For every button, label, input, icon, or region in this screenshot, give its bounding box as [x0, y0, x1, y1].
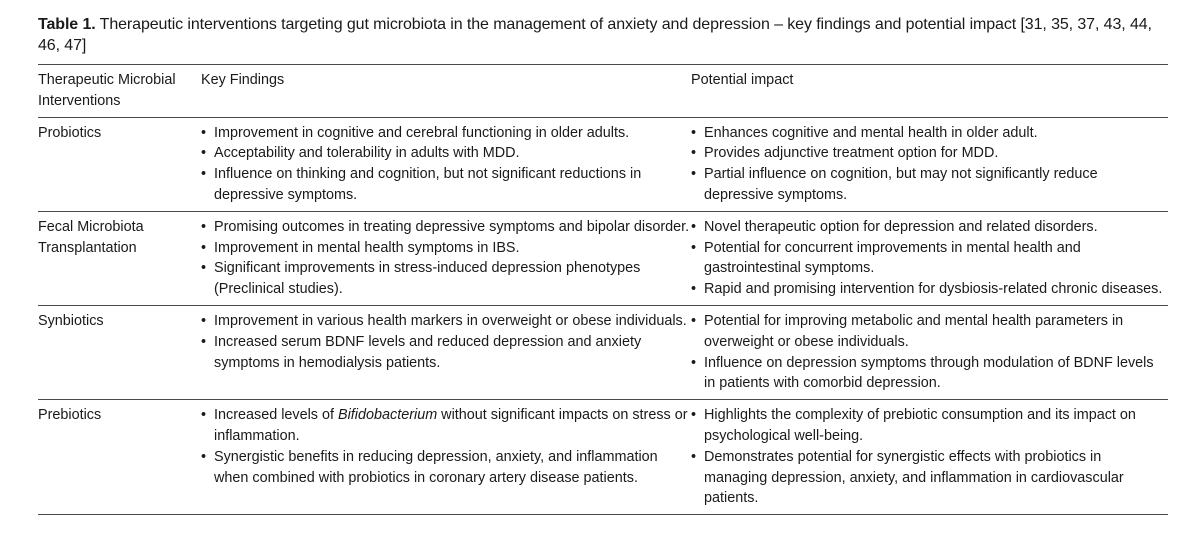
list-item: Influence on depression symptoms through…: [691, 353, 1168, 395]
list-item: Influence on thinking and cognition, but…: [201, 164, 691, 206]
impact-list: Enhances cognitive and mental health in …: [691, 123, 1168, 206]
list-item: Significant improvements in stress-induc…: [201, 258, 691, 300]
caption-text: Therapeutic interventions targeting gut …: [38, 16, 1152, 54]
species-name: Bifidobacterium: [338, 407, 438, 424]
list-item: Synergistic benefits in reducing depress…: [201, 447, 691, 489]
potential-impact-cell: Enhances cognitive and mental health in …: [691, 117, 1168, 211]
list-item: Provides adjunctive treatment option for…: [691, 143, 1168, 164]
list-item: Increased serum BDNF levels and reduced …: [201, 332, 691, 374]
list-item: Improvement in various health markers in…: [201, 311, 691, 332]
list-item-text: without significant impacts on stress or…: [214, 407, 688, 444]
list-item: Acceptability and tolerability in adults…: [201, 143, 691, 164]
list-item: Increased levels of Bifidobacterium with…: [201, 405, 691, 447]
list-item: Partial influence on cognition, but may …: [691, 164, 1168, 206]
key-findings-cell: Increased levels of Bifidobacterium with…: [201, 400, 691, 515]
interventions-table: Therapeutic Microbial Interventions Key …: [38, 64, 1168, 515]
list-item: Improvement in mental health symptoms in…: [201, 238, 691, 259]
table-row: Fecal Microbiota Transplantation Promisin…: [38, 211, 1168, 305]
list-item: Improvement in cognitive and cerebral fu…: [201, 123, 691, 144]
list-item: Potential for concurrent improvements in…: [691, 238, 1168, 280]
list-item: Novel therapeutic option for depression …: [691, 217, 1168, 238]
intervention-cell: Probiotics: [38, 124, 102, 141]
header-intervention: Therapeutic Microbial Interventions: [38, 72, 176, 109]
header-key-findings: Key Findings: [201, 72, 285, 88]
list-item: Potential for improving metabolic and me…: [691, 311, 1168, 353]
list-item: Highlights the complexity of prebiotic c…: [691, 405, 1168, 447]
table-body: Probiotics Improvement in cognitive and c…: [38, 117, 1168, 515]
potential-impact-cell: Potential for improving metabolic and me…: [691, 305, 1168, 399]
findings-list: Promising outcomes in treating depressiv…: [201, 217, 691, 300]
findings-list: Increased levels of Bifidobacterium with…: [201, 405, 691, 488]
header-row: Therapeutic Microbial Interventions Key …: [38, 64, 1168, 118]
caption-label: Table 1.: [38, 16, 96, 33]
list-item: Enhances cognitive and mental health in …: [691, 123, 1168, 144]
intervention-cell: Fecal Microbiota Transplantation: [38, 218, 144, 256]
list-item: Rapid and promising intervention for dys…: [691, 279, 1168, 300]
key-findings-cell: Improvement in various health markers in…: [201, 305, 691, 399]
intervention-cell: Prebiotics: [38, 407, 102, 424]
impact-list: Highlights the complexity of prebiotic c…: [691, 405, 1168, 509]
intervention-cell: Synbiotics: [38, 312, 104, 329]
table-row: Synbiotics Improvement in various health …: [38, 305, 1168, 399]
header-potential-impact: Potential impact: [691, 72, 794, 88]
table-row: Probiotics Improvement in cognitive and c…: [38, 117, 1168, 211]
list-item-text: Increased levels of: [214, 407, 338, 424]
table-header: Therapeutic Microbial Interventions Key …: [38, 64, 1168, 118]
potential-impact-cell: Novel therapeutic option for depression …: [691, 211, 1168, 305]
findings-list: Improvement in cognitive and cerebral fu…: [201, 123, 691, 206]
potential-impact-cell: Highlights the complexity of prebiotic c…: [691, 400, 1168, 515]
list-item: Promising outcomes in treating depressiv…: [201, 217, 691, 238]
impact-list: Potential for improving metabolic and me…: [691, 311, 1168, 394]
table-caption: Table 1. Therapeutic interventions targe…: [38, 14, 1170, 56]
table-row: Prebiotics Increased levels of Bifidobact…: [38, 399, 1168, 515]
key-findings-cell: Improvement in cognitive and cerebral fu…: [201, 117, 691, 211]
findings-list: Improvement in various health markers in…: [201, 311, 691, 373]
key-findings-cell: Promising outcomes in treating depressiv…: [201, 211, 691, 305]
list-item: Demonstrates potential for synergistic e…: [691, 447, 1168, 509]
impact-list: Novel therapeutic option for depression …: [691, 217, 1168, 300]
